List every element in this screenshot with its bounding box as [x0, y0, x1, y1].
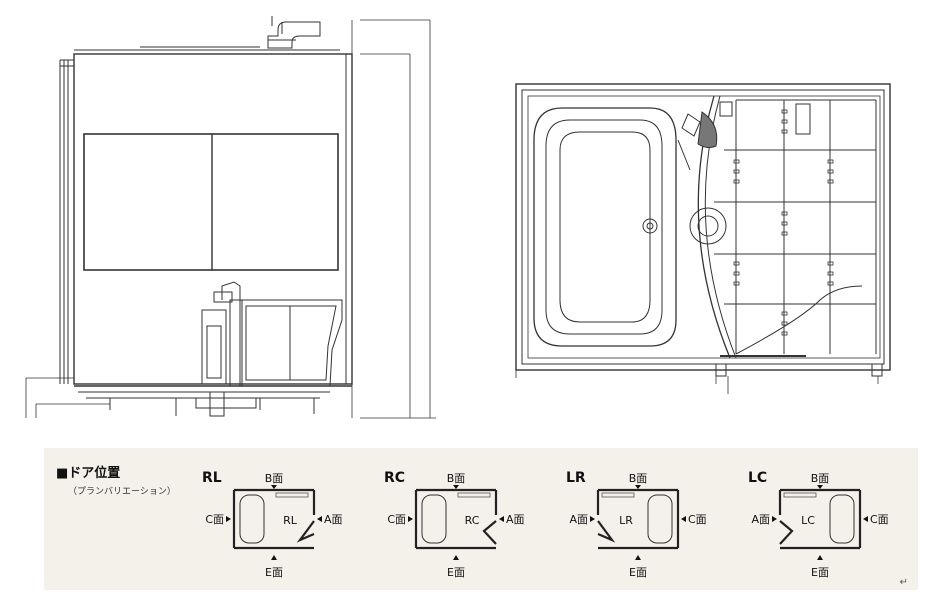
tub-icon [647, 494, 673, 544]
side-label-bottom: E面 [447, 566, 465, 579]
door-frame-block [871, 363, 883, 377]
tub-drain-icon [642, 218, 658, 234]
door-leaf-icon [296, 520, 315, 543]
side-label-left: C面 [387, 513, 406, 526]
door-leaf-icon [597, 520, 616, 543]
door-position-legend: ■ドア位置 （プランバリエーション） RL RL B面 E面 C面 A面 RC RC B面 E面 C… [44, 448, 918, 590]
arrow-up-icon [271, 555, 277, 560]
arrow-down-icon [817, 485, 823, 489]
variant-code-inside: LC [801, 514, 815, 527]
variant-code-label: LR [566, 470, 586, 486]
faucet-panel [201, 309, 227, 385]
arrow-up-icon [635, 555, 641, 560]
variant-rl: RL RL B面 E面 C面 A面 [202, 470, 343, 579]
variant-code-label: RC [384, 470, 405, 486]
bathtub-apron-inner [245, 305, 337, 381]
tile-grout-dots [733, 109, 834, 336]
fixture-bar [783, 492, 817, 498]
plan-inner-wall [521, 89, 885, 365]
floor-drain-icon [689, 207, 727, 245]
side-label-top: B面 [447, 472, 466, 485]
arrow-up-icon [453, 555, 459, 560]
fixture-bar [457, 492, 491, 498]
wall-shelf [795, 103, 811, 135]
variant-lr: LR LR B面 E面 A面 C面 [566, 470, 707, 579]
drain-pipe [195, 397, 257, 409]
arrow-right-icon [590, 516, 595, 522]
fixture-bar [275, 492, 309, 498]
plan-bathtub-basin [559, 131, 651, 323]
faucet-body [213, 291, 233, 303]
return-mark: ↵ [899, 577, 908, 588]
arrow-right-icon [226, 516, 231, 522]
arrow-left-icon [863, 516, 868, 522]
legend-subtitle: （プランバリエーション） [68, 487, 176, 497]
door-swing-curve [735, 285, 863, 355]
faucet-icon [681, 113, 701, 137]
variant-rc: RC RC B面 E面 C面 A面 [384, 470, 525, 579]
variant-code-inside: RC [465, 514, 480, 527]
door-leaf-icon [482, 520, 497, 545]
wall-fixture [719, 101, 733, 117]
tub-drain-icon [646, 222, 654, 230]
side-label-right: C面 [688, 513, 707, 526]
fixture-bar [601, 492, 635, 498]
plan-bathtub-inner [545, 119, 663, 335]
floor-tiles [714, 99, 877, 354]
faucet-spout [221, 281, 241, 300]
side-label-left: A面 [751, 513, 770, 526]
tub-icon [829, 494, 855, 544]
side-label-left: A面 [569, 513, 588, 526]
tub-icon [421, 494, 447, 544]
elevation-window [83, 133, 339, 271]
door-leaf-icon [779, 520, 794, 545]
side-label-bottom: E面 [629, 566, 647, 579]
plan-view [515, 83, 891, 394]
plan-bathtub-rim [533, 107, 677, 347]
legend-title: ■ドア位置 [56, 466, 121, 481]
plan-outer-wall [515, 83, 891, 371]
side-label-top: B面 [629, 472, 648, 485]
variant-code-label: LC [748, 470, 767, 486]
variant-lc: LC LC B面 E面 A面 C面 [748, 470, 889, 579]
arrow-down-icon [453, 485, 459, 489]
side-label-top: B面 [811, 472, 830, 485]
elevation-wall-panel [73, 53, 353, 385]
elevation-view [25, 16, 436, 419]
variant-code-inside: RL [283, 514, 298, 527]
side-label-left: C面 [205, 513, 224, 526]
side-label-right: A面 [506, 513, 525, 526]
technical-drawings [25, 16, 891, 419]
arrow-left-icon [681, 516, 686, 522]
shower-head-icon [697, 111, 718, 149]
tub-icon [239, 494, 265, 544]
variant-code-label: RL [202, 470, 222, 486]
faucet-panel-inner [206, 325, 222, 379]
arrow-down-icon [635, 485, 641, 489]
plan-floor-edge [527, 95, 881, 359]
side-label-right: A面 [324, 513, 343, 526]
side-label-bottom: E面 [811, 566, 829, 579]
door-frame-block [715, 363, 727, 377]
side-label-right: C面 [870, 513, 889, 526]
variant-code-inside: LR [619, 514, 633, 527]
arrow-left-icon [317, 516, 322, 522]
vent-duct [267, 21, 321, 49]
side-label-bottom: E面 [265, 566, 283, 579]
faucet-line [677, 139, 691, 171]
arrow-left-icon [499, 516, 504, 522]
arrow-down-icon [271, 485, 277, 489]
arrow-right-icon [408, 516, 413, 522]
arrow-right-icon [772, 516, 777, 522]
floor-drain-icon [697, 215, 719, 237]
drain-pipe [209, 391, 225, 417]
side-label-top: B面 [265, 472, 284, 485]
arrow-up-icon [817, 555, 823, 560]
